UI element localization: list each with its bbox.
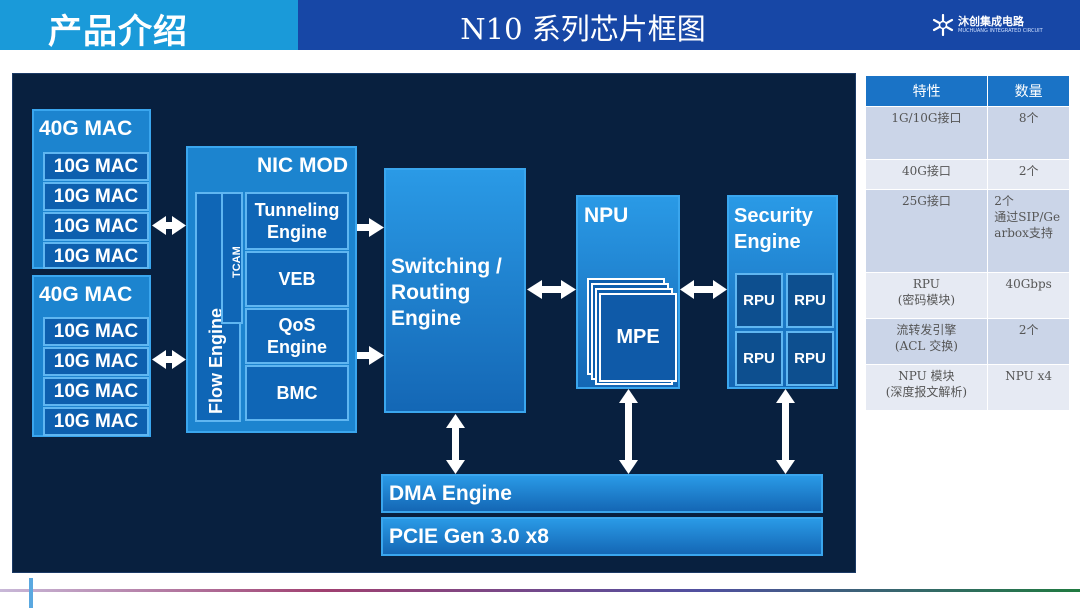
tcam-block: TCAM	[221, 192, 243, 324]
mac40-group-2: 40G MAC 10G MAC 10G MAC 10G MAC 10G MAC	[32, 275, 151, 437]
value-cell: NPU x4	[987, 364, 1070, 411]
value-cell: 40Gbps	[987, 272, 1070, 319]
feature-cell: NPU 模块 (深度报文解析)	[865, 364, 989, 411]
switching-routing-engine: Switching / Routing Engine	[384, 168, 526, 413]
value-cell: 2个 通过SIP/Gearbox支持	[987, 189, 1070, 273]
slide-title: N10 系列芯片框图	[460, 12, 706, 46]
npu-title: NPU	[584, 204, 629, 227]
mpe-label: MPE	[616, 326, 660, 348]
mac10-port: 10G MAC	[43, 212, 149, 241]
logo-snowflake-icon	[932, 14, 954, 36]
rpu-block: RPU	[735, 273, 783, 328]
mac40-title: 40G MAC	[39, 283, 133, 306]
rpu-block: RPU	[786, 273, 834, 328]
header-title-bar	[298, 0, 1080, 50]
feature-cell: RPU (密码模块)	[865, 272, 989, 319]
feature-cell: 40G接口	[865, 159, 989, 190]
logo-subtitle: MUCHUANG INTEGRATED CIRCUIT	[958, 28, 1043, 34]
veb-block: VEB	[245, 251, 349, 307]
header-section-bar	[0, 0, 298, 50]
table-header-row: 特性 数量	[864, 75, 1070, 107]
table-row: 流转发引擎 (ACL 交换) 2个	[865, 318, 1070, 365]
nic-mod-title: NIC MOD	[257, 154, 348, 177]
pcie-block: PCIE Gen 3.0 x8	[381, 517, 823, 556]
bmc-block: BMC	[245, 365, 349, 421]
dma-engine-block: DMA Engine	[381, 474, 823, 513]
mac10-port: 10G MAC	[43, 407, 149, 436]
value-cell: 2个	[987, 318, 1070, 365]
section-title: 产品介绍	[48, 12, 188, 52]
rpu-block: RPU	[735, 331, 783, 386]
mac10-port: 10G MAC	[43, 347, 149, 376]
qos-engine-block: QoS Engine	[245, 308, 349, 364]
value-cell: 2个	[987, 159, 1070, 190]
rpu-block: RPU	[786, 331, 834, 386]
mpe-block: MPE	[599, 293, 677, 382]
logo-name: 沐创集成电路	[958, 15, 1024, 28]
security-title: Security Engine	[734, 205, 813, 253]
mac10-port: 10G MAC	[43, 242, 149, 269]
table-row: RPU (密码模块) 40Gbps	[865, 272, 1070, 319]
table-row: 1G/10G接口 8个	[865, 106, 1070, 160]
feature-cell: 25G接口	[865, 189, 989, 273]
mac10-port: 10G MAC	[43, 182, 149, 211]
mac10-port: 10G MAC	[43, 317, 149, 346]
mac10-port: 10G MAC	[43, 377, 149, 406]
bottom-divider	[0, 589, 1080, 592]
header-quantity: 数量	[987, 75, 1070, 107]
feature-cell: 流转发引擎 (ACL 交换)	[865, 318, 989, 365]
mac10-port: 10G MAC	[43, 152, 149, 181]
table-row: 40G接口 2个	[865, 159, 1070, 190]
tunneling-engine-block: Tunneling Engine	[245, 192, 349, 250]
bottom-accent-mark	[29, 578, 33, 608]
nic-mod-block: NIC MOD Flow Engine TCAM Tunneling Engin…	[186, 146, 357, 433]
mac40-group-1: 40G MAC 10G MAC 10G MAC 10G MAC 10G MAC	[32, 109, 151, 269]
dma-label: DMA Engine	[389, 482, 512, 505]
header-feature: 特性	[864, 75, 989, 107]
table-row: 25G接口 2个 通过SIP/Gearbox支持	[865, 189, 1070, 273]
switching-label: Switching / Routing Engine	[391, 255, 502, 330]
npu-block: NPU MPE	[576, 195, 680, 389]
value-cell: 8个	[987, 106, 1070, 160]
flow-engine-block: Flow Engine TCAM	[195, 192, 243, 422]
spec-table: 特性 数量 1G/10G接口 8个 40G接口 2个 25G接口 2个 通过SI…	[864, 75, 1070, 411]
feature-cell: 1G/10G接口	[865, 106, 989, 160]
pcie-label: PCIE Gen 3.0 x8	[389, 525, 549, 548]
table-row: NPU 模块 (深度报文解析) NPU x4	[865, 364, 1070, 411]
company-logo: 沐创集成电路 MUCHUANG INTEGRATED CIRCUIT	[932, 12, 1067, 40]
security-engine-block: Security Engine RPU RPU RPU RPU	[727, 195, 838, 389]
mac40-title: 40G MAC	[39, 117, 133, 140]
